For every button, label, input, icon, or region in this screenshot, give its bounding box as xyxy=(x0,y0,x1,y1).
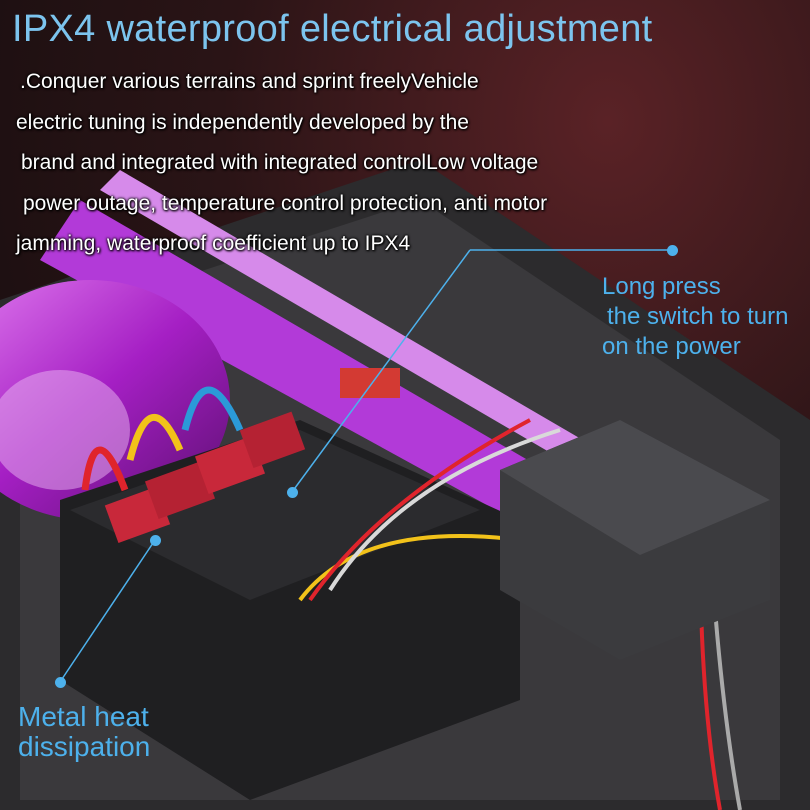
callout-line: dissipation xyxy=(18,731,151,762)
page-title: IPX4 waterproof electrical adjustment xyxy=(12,8,653,50)
esc-unit xyxy=(60,420,520,800)
switch-callout: Long press the switch to turn on the pow… xyxy=(602,272,788,362)
heatsink-target-dot xyxy=(150,535,161,546)
description-line: electric tuning is independently develop… xyxy=(16,110,469,134)
description: .Conquer various terrains and sprint fre… xyxy=(16,62,656,265)
receiver-box xyxy=(500,420,770,660)
heatsink-callout: Metal heat dissipation xyxy=(18,702,150,762)
callout-lines xyxy=(59,249,672,683)
callout-line: Long press xyxy=(602,273,721,300)
heatsink-callout-dot xyxy=(55,677,66,688)
description-line: brand and integrated with integrated con… xyxy=(21,151,539,174)
motor xyxy=(0,280,230,520)
callout-line: Metal heat xyxy=(18,701,149,732)
callout-line: on the power xyxy=(602,333,741,360)
switch-callout-dot xyxy=(667,245,678,256)
callout-line: the switch to turn xyxy=(607,303,789,330)
description-line: jamming, waterproof coefficient up to IP… xyxy=(16,232,411,255)
heatsink xyxy=(104,411,306,544)
description-line: .Conquer various terrains and sprint fre… xyxy=(20,70,479,93)
switch-target-dot xyxy=(287,487,298,498)
description-line: power outage, temperature control protec… xyxy=(23,191,548,215)
connector xyxy=(340,368,400,398)
